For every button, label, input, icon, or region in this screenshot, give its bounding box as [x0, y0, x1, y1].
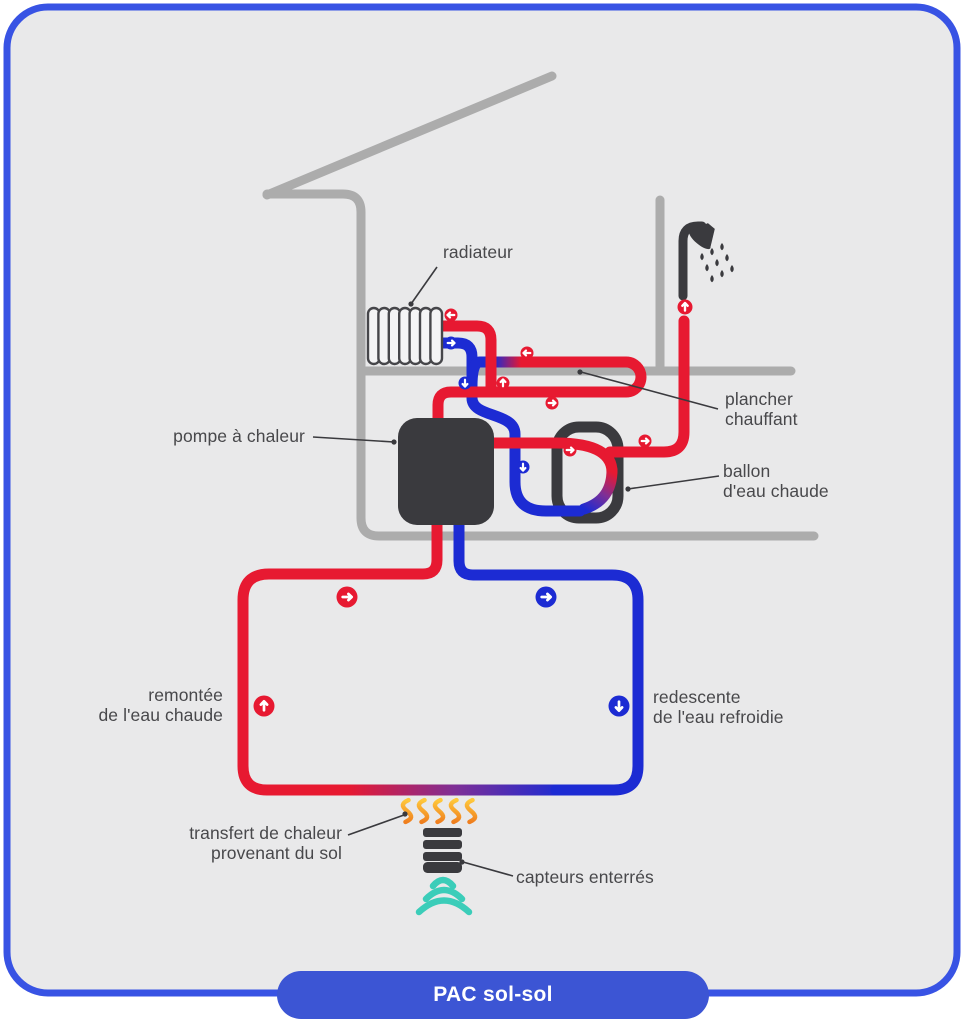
buried-sensor-icon — [423, 828, 462, 873]
flow-badge-return-down-2 — [516, 460, 530, 474]
flow-badge-floor-return — [520, 346, 534, 360]
connector-radiator — [410, 266, 438, 305]
tank-coil-gradient — [578, 464, 618, 515]
heat-wave-icon — [400, 797, 478, 825]
connector-sensors — [462, 861, 514, 877]
flow-badge-ground-hot-right — [336, 586, 358, 608]
hot-water-tank — [551, 421, 624, 524]
flow-badge-shower-feed — [638, 434, 652, 448]
heat-pump-unit — [398, 418, 494, 525]
ground-loop-cold-pipe — [453, 516, 644, 796]
flow-badge-radiator-up — [496, 376, 510, 390]
shower-supply-pipe — [604, 315, 690, 458]
flow-badge-tank-coil-in — [563, 443, 577, 457]
flow-badge-ground-down — [608, 695, 630, 717]
label-heated-floor: plancher chauffant — [725, 389, 798, 429]
connector-heated-floor — [580, 371, 719, 410]
signal-waves-icon — [415, 876, 473, 916]
label-radiator: radiateur — [443, 242, 513, 262]
diagram-title: PAC sol-sol — [433, 983, 553, 1006]
flow-badges — [253, 299, 693, 717]
heated-floor-loop-pipe — [432, 356, 647, 428]
label-hot-water-tank: ballon d'eau chaude — [723, 461, 829, 501]
label-buried-sensors: capteurs enterrés — [516, 867, 654, 887]
radiator-icon — [366, 306, 444, 366]
flow-badge-radiator-in — [444, 308, 458, 322]
floor-return-elbow — [466, 356, 510, 392]
connector-heat-pump — [312, 436, 395, 443]
water-drops-icon — [700, 243, 734, 283]
label-rising-hot-water: remontée de l'eau chaude — [98, 685, 223, 725]
connector-tank — [627, 475, 720, 490]
radiator-supply-pipe — [431, 320, 497, 398]
label-heat-pump: pompe à chaleur — [173, 426, 305, 446]
label-ground-heat-transfer: transfert de chaleur provenant du sol — [189, 823, 342, 863]
flow-badge-floor-supply — [545, 396, 559, 410]
label-descending-cooled-water: redescente de l'eau refroidie — [653, 687, 784, 727]
flow-badge-ground-cold-right — [535, 586, 557, 608]
connector-heat-transfer — [347, 814, 405, 836]
ground-loop-hot-pipe — [237, 516, 443, 796]
flow-badge-shower-up — [677, 299, 693, 315]
flow-badge-ground-up — [253, 695, 275, 717]
roof-line — [262, 71, 557, 200]
house-outline — [262, 71, 819, 541]
label-connectors — [312, 266, 720, 877]
left-wall-and-ground-line — [262, 189, 819, 541]
radiator-return-pipe — [431, 337, 586, 517]
flow-badge-return-down — [458, 376, 472, 390]
flow-badge-radiator-out — [444, 336, 458, 350]
shower-icon — [678, 221, 734, 301]
title-pill — [277, 971, 709, 1019]
